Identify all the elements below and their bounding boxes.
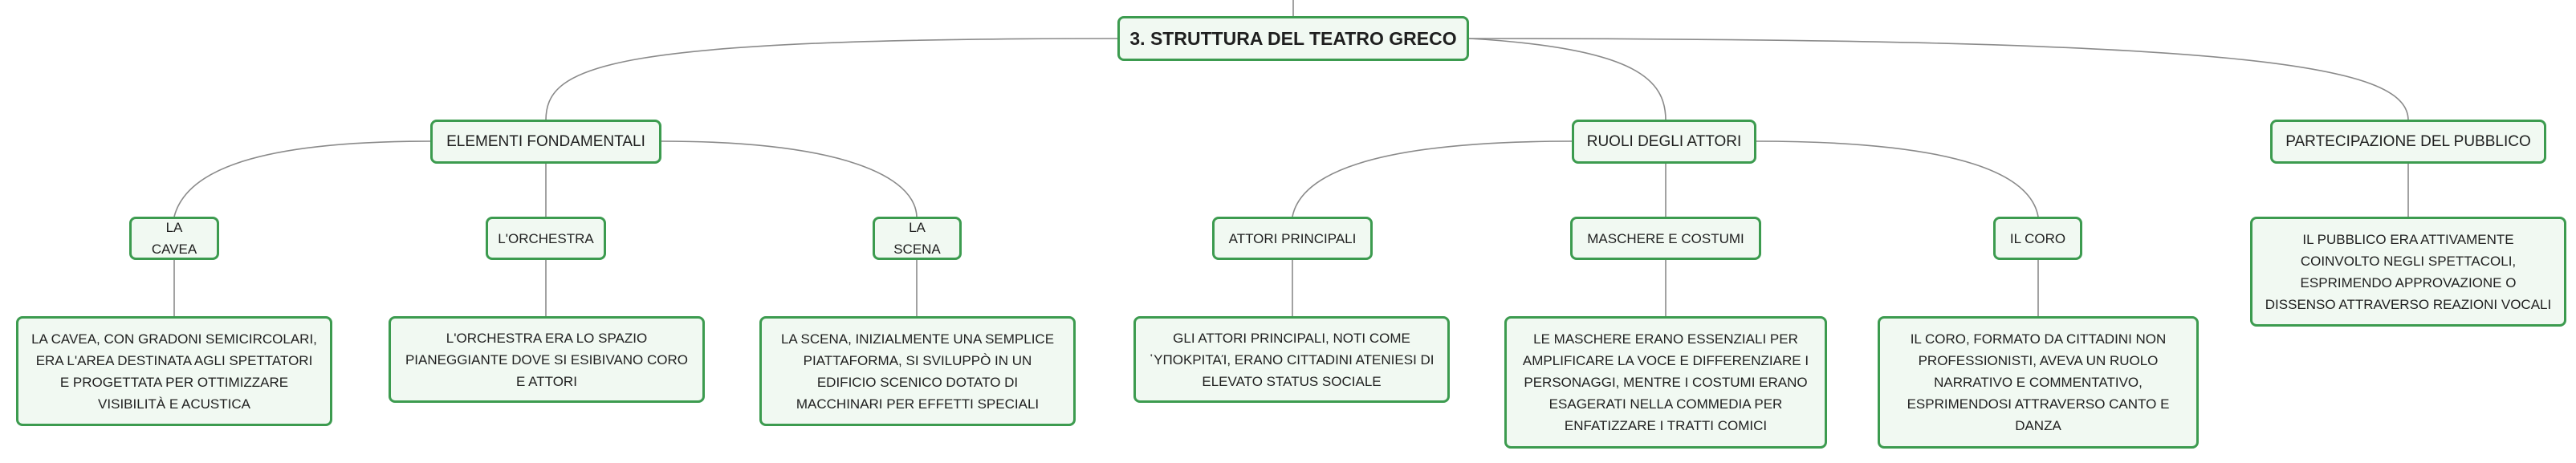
detail-partecipazione-del-pubblico[interactable]: IL PUBBLICO ERA ATTIVAMENTE COINVOLTO NE…	[2250, 217, 2566, 327]
connector-elementi-cavea	[173, 140, 431, 217]
connector-ruoli-attori	[1292, 140, 1573, 217]
connector-elementi-scena	[661, 140, 918, 217]
node-maschere-e-costumi[interactable]: MASCHERE E COSTUMI	[1570, 217, 1761, 260]
detail-il-coro[interactable]: IL CORO, FORMATO DA CITTADINI NON PROFES…	[1878, 316, 2199, 449]
detail-attori-principali[interactable]: GLI ATTORI PRINCIPALI, NOTI COME ῾ΥΠΟΚΡΙ…	[1133, 316, 1450, 403]
node-elementi-fondamentali[interactable]: ELEMENTI FONDAMENTALI	[430, 120, 661, 164]
node-partecipazione-del-pubblico[interactable]: PARTECIPAZIONE DEL PUBBLICO	[2270, 120, 2546, 164]
node-l-orchestra[interactable]: L'ORCHESTRA	[486, 217, 606, 260]
connector-root-pubblico	[1468, 38, 2409, 121]
node-attori-principali[interactable]: ATTORI PRINCIPALI	[1212, 217, 1373, 260]
connector-root-ruoli	[1468, 38, 1666, 121]
detail-la-cavea[interactable]: LA CAVEA, CON GRADONI SEMICIRCOLARI, ERA…	[16, 316, 332, 426]
detail-maschere-e-costumi[interactable]: LE MASCHERE ERANO ESSENZIALI PER AMPLIFI…	[1504, 316, 1827, 449]
detail-la-scena[interactable]: LA SCENA, INIZIALMENTE UNA SEMPLICE PIAT…	[759, 316, 1076, 426]
connector-root-elementi	[545, 38, 1118, 121]
node-la-scena[interactable]: LA SCENA	[873, 217, 962, 260]
node-la-cavea[interactable]: LA CAVEA	[129, 217, 219, 260]
node-il-coro[interactable]: IL CORO	[1993, 217, 2082, 260]
connector-ruoli-coro	[1756, 140, 2039, 217]
node-ruoli-degli-attori[interactable]: RUOLI DEGLI ATTORI	[1572, 120, 1756, 164]
detail-l-orchestra[interactable]: L'ORCHESTRA ERA LO SPAZIO PIANEGGIANTE D…	[389, 316, 705, 403]
root-node[interactable]: 3. STRUTTURA DEL TEATRO GRECO	[1117, 16, 1469, 61]
